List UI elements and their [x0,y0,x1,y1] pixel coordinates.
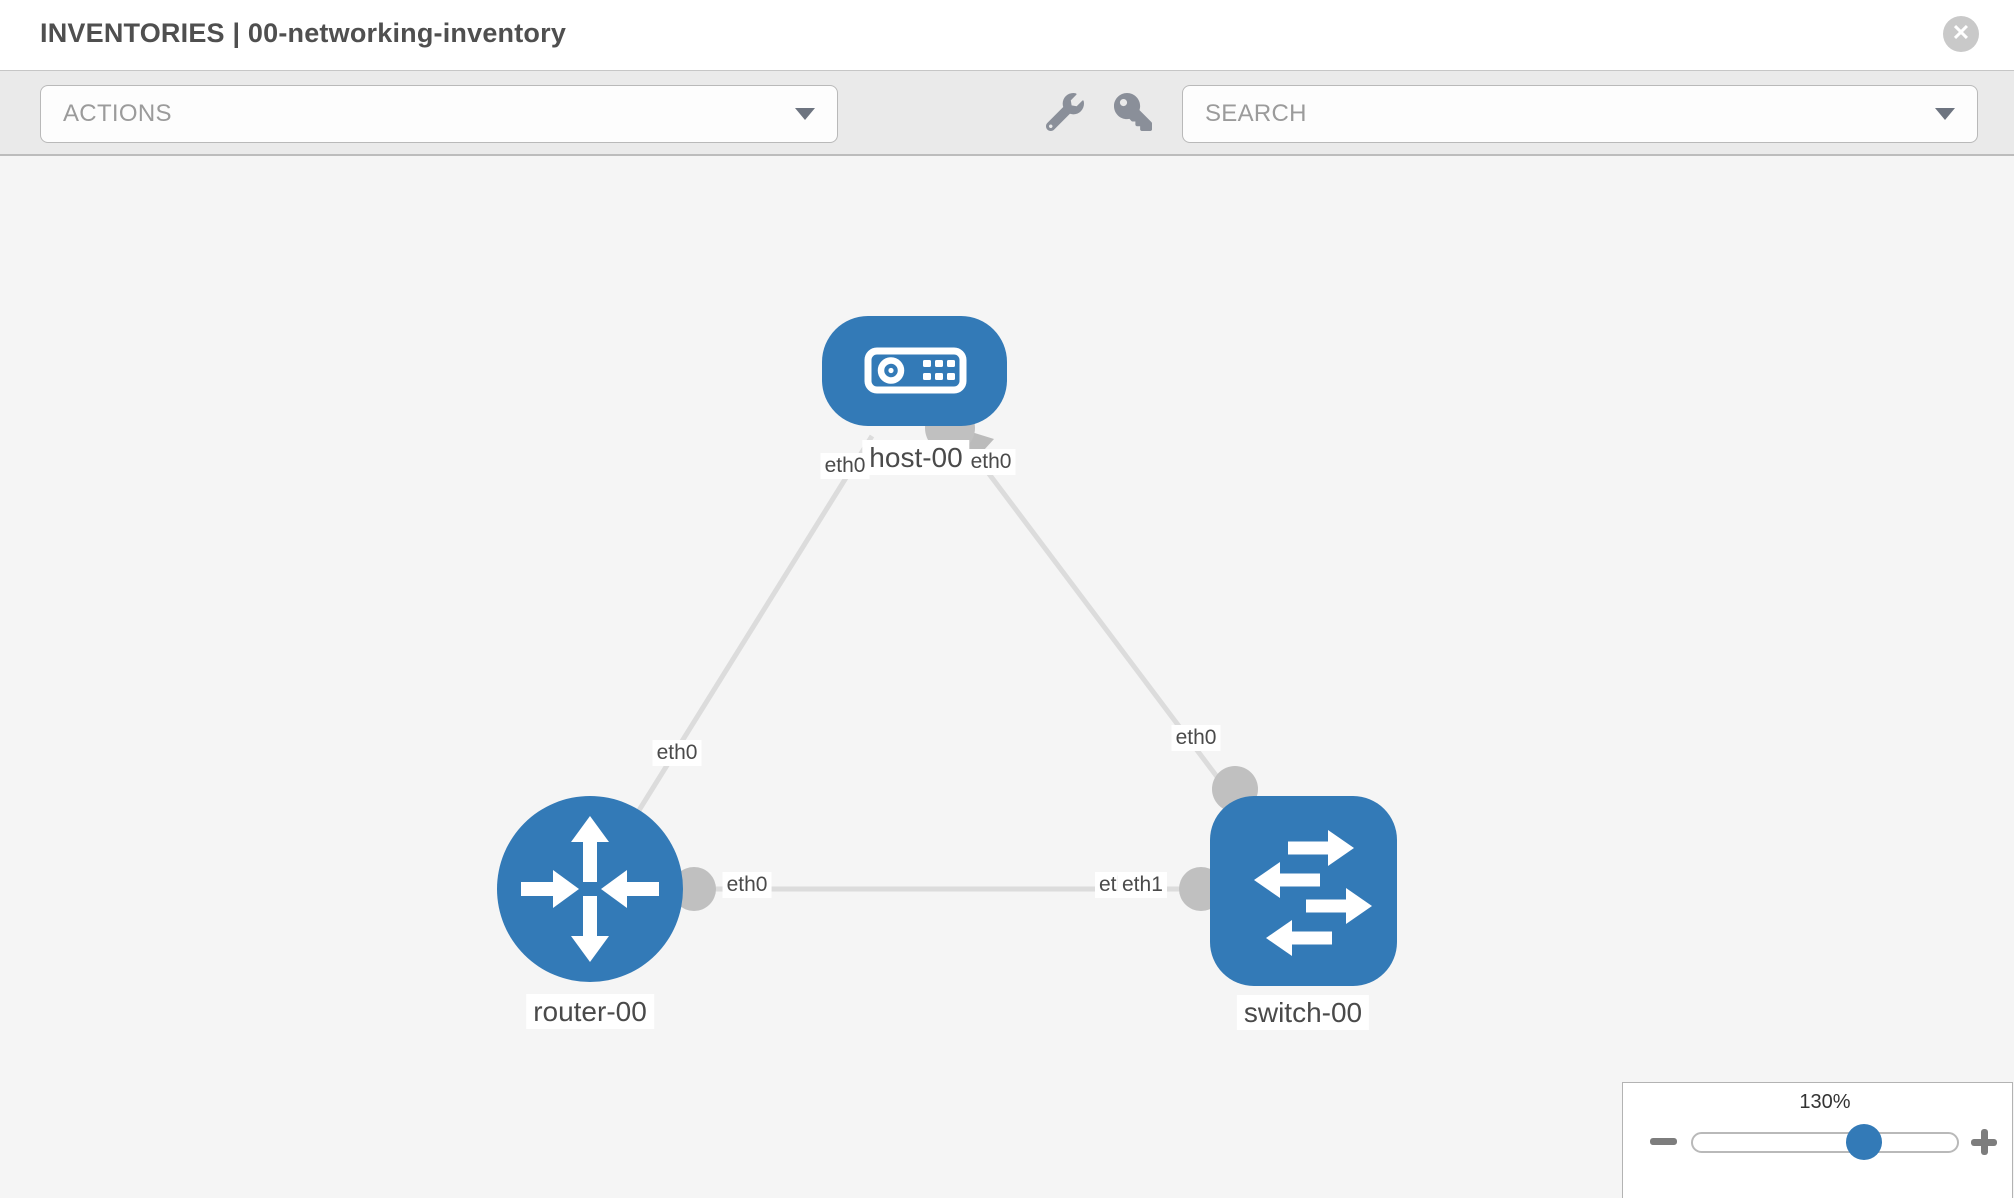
close-icon: ✕ [1951,20,1971,45]
iface-label-switch-eth1: eth1 [1118,872,1167,899]
iface-label-switch-up: eth0 [1171,725,1221,752]
chevron-down-icon [795,108,815,120]
close-button[interactable]: ✕ [1943,16,1979,52]
node-switch-00[interactable] [1210,796,1397,986]
topology-links-layer [587,403,1305,911]
actions-dropdown-label: ACTIONS [63,100,172,127]
host-icon [864,347,967,394]
key-icon[interactable] [1114,93,1152,131]
node-label-host: host-00 [862,440,970,475]
toolbar: ACTIONS SEARCH [0,71,2014,156]
chevron-down-icon [1935,108,1955,120]
switch-icon [1254,830,1372,956]
actions-dropdown[interactable]: ACTIONS [40,85,838,143]
zoom-level: 130% [1799,1091,1851,1113]
node-router-00[interactable] [497,796,683,982]
router-icon [521,816,659,962]
interface-dot-router[interactable] [672,867,716,911]
iface-label-host-right: eth0 [966,449,1016,476]
zoom-out-button[interactable] [1650,1138,1677,1145]
node-label-switch: switch-00 [1236,995,1370,1030]
zoom-in-button[interactable] [1971,1129,1997,1155]
node-label-router: router-00 [526,994,654,1029]
zoom-slider-track[interactable] [1691,1132,1959,1153]
zoom-panel: 130% [1622,1082,2013,1198]
iface-label-router-right: eth0 [722,872,772,899]
wrench-icon[interactable] [1045,93,1084,132]
iface-label-host-left: eth0 [820,453,870,480]
zoom-slider-handle[interactable] [1846,1124,1882,1160]
iface-label-router-up: eth0 [652,740,702,767]
search-dropdown[interactable]: SEARCH [1182,85,1978,143]
topology-canvas[interactable]: host-00 router-00 switch-00 eth0 eth0 et… [0,156,2014,1198]
search-dropdown-label: SEARCH [1205,100,1307,127]
node-host-00[interactable] [822,316,1007,426]
page-header: INVENTORIES | 00-networking-inventory ✕ [0,0,2014,71]
page-title: INVENTORIES | 00-networking-inventory [40,18,567,48]
